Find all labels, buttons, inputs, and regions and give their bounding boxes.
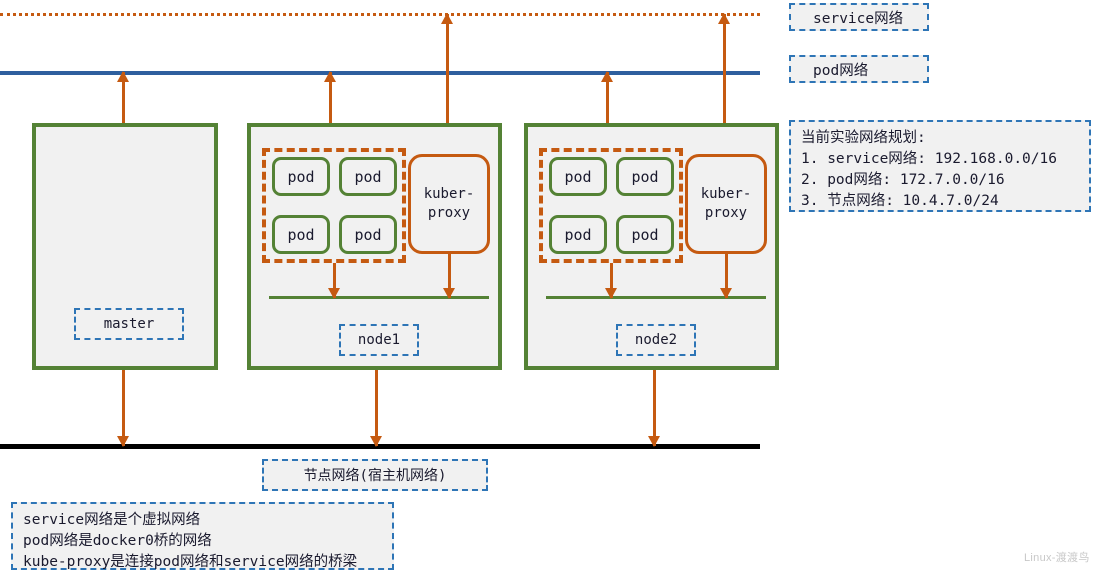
- legend-pod-network-chip: pod网络: [789, 55, 929, 83]
- node2-pod-4[interactable]: pod: [616, 215, 674, 254]
- node1-kube-proxy-box[interactable]: kuber- proxy: [408, 154, 490, 254]
- pod-network-line: [0, 71, 760, 75]
- pod-label: pod: [564, 167, 592, 186]
- node2-pod-group: [539, 148, 683, 263]
- node2-pod-1[interactable]: pod: [549, 157, 607, 196]
- master-label: master: [103, 316, 155, 332]
- node2-label-box: node2: [616, 324, 696, 356]
- node1-pod-group: [262, 148, 406, 263]
- kube-proxy-label-line2: proxy: [427, 205, 471, 221]
- pod-label: pod: [287, 167, 315, 186]
- watermark: Linux-渡渡鸟: [1024, 552, 1090, 564]
- host-network-label-box: 节点网络(宿主机网络): [262, 459, 488, 491]
- node1-pod-4[interactable]: pod: [339, 215, 397, 254]
- node1-label-box: node1: [339, 324, 419, 356]
- legend-service-network-chip: service网络: [789, 3, 929, 31]
- node1-pod-3[interactable]: pod: [272, 215, 330, 254]
- node1-label: node1: [357, 332, 401, 348]
- master-node-box[interactable]: master: [32, 123, 218, 370]
- pod-label: pod: [564, 225, 592, 244]
- node2-bridge-line: [546, 296, 766, 299]
- host-network-label: 节点网络(宿主机网络): [303, 468, 447, 484]
- master-label-box: master: [74, 308, 184, 340]
- pod-label: pod: [631, 167, 659, 186]
- pod-label: pod: [631, 225, 659, 244]
- pod-label: pod: [354, 167, 382, 186]
- network-plan-note: 当前实验网络规划: 1. service网络: 192.168.0.0/16 2…: [789, 120, 1091, 212]
- pod-label: pod: [354, 225, 382, 244]
- service-network-line: [0, 13, 760, 16]
- kube-proxy-label-line1: kuber-: [700, 186, 752, 203]
- kube-proxy-label-line2: proxy: [704, 205, 748, 221]
- legend-pod-network-label: pod网络: [813, 62, 869, 79]
- node2-label: node2: [634, 332, 678, 348]
- node2-pod-3[interactable]: pod: [549, 215, 607, 254]
- legend-service-network-label: service网络: [813, 10, 904, 27]
- node2-kube-proxy-box[interactable]: kuber- proxy: [685, 154, 767, 254]
- node1-bridge-line: [269, 296, 489, 299]
- node2-box[interactable]: pod pod pod pod kuber- proxy node2: [524, 123, 779, 370]
- kube-proxy-label-line1: kuber-: [423, 186, 475, 203]
- node1-pod-2[interactable]: pod: [339, 157, 397, 196]
- node2-pod-2[interactable]: pod: [616, 157, 674, 196]
- pod-label: pod: [287, 225, 315, 244]
- node1-pod-1[interactable]: pod: [272, 157, 330, 196]
- node1-box[interactable]: pod pod pod pod kuber- proxy node1: [247, 123, 502, 370]
- bottom-explanation-note: service网络是个虚拟网络 pod网络是docker0桥的网络 kube-p…: [11, 502, 394, 570]
